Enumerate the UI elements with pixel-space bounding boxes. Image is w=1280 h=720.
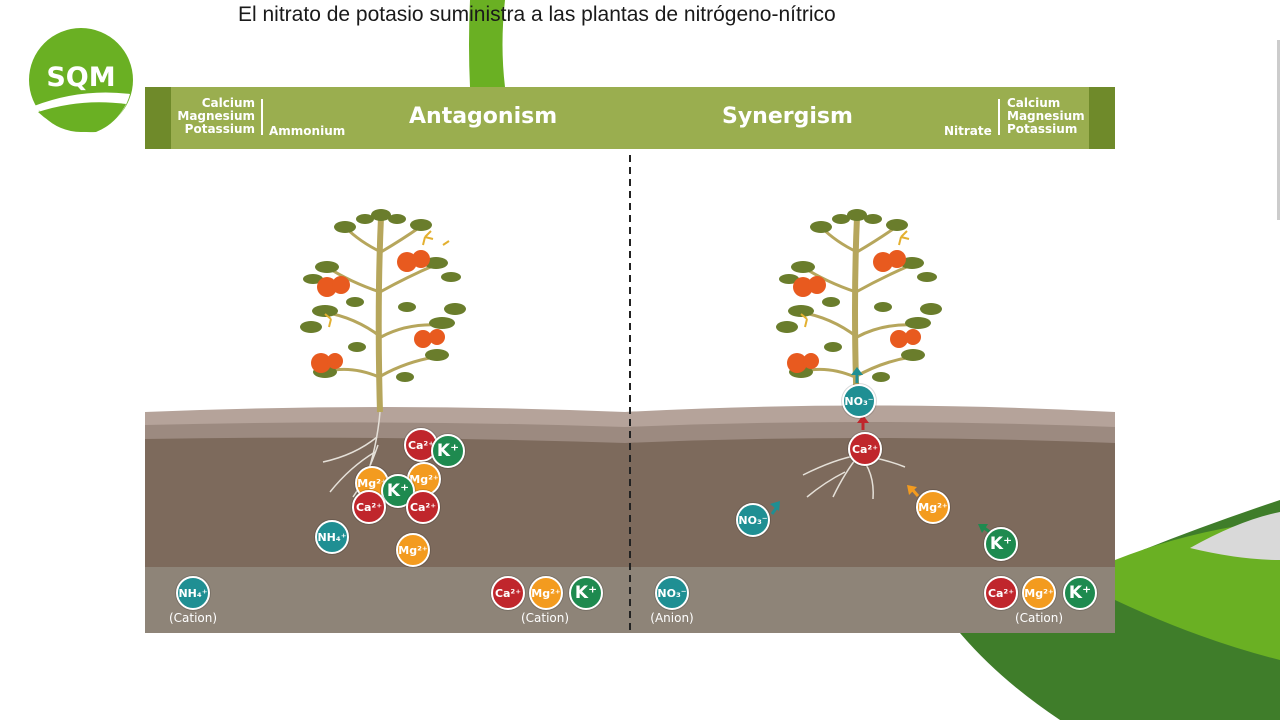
ion-ammonium: NH₄⁺ [315,520,349,554]
legend-ion-ammonium: NH₄⁺ [176,576,210,610]
legend-label-cation: (Cation) [168,611,218,625]
header-right-separator [998,99,1000,135]
antagonism-title: Antagonism [409,104,558,129]
antagonism-synergism-diagram: Calcium Magnesium Potassium Ammonium Ant… [145,87,1115,633]
ion-magnesium: Mg²⁺ [396,533,430,567]
legend-ion-magnesium: Mg²⁺ [529,576,563,610]
ion-nitrate: NO₃⁻ [842,384,876,418]
legend-ion-calcium: Ca²⁺ [984,576,1018,610]
header-right-nutrient-list: Calcium Magnesium Potassium [1007,97,1087,136]
header-left-item: Magnesium [177,109,255,123]
header-right-item: Magnesium [1007,109,1085,123]
legend-label-cation: (Cation) [520,611,570,625]
ion-calcium: Ca²⁺ [406,490,440,524]
legend-label-cation: (Cation) [1014,611,1064,625]
header-left-item: Calcium [201,96,255,110]
tomato-plant-left [300,209,466,498]
legend-ion-calcium: Ca²⁺ [491,576,525,610]
sqm-logo: SQM [29,28,133,133]
synergism-title: Synergism [722,104,853,129]
ion-potassium: K⁺ [984,527,1018,561]
header-left-word: Ammonium [269,124,346,138]
tomato-plant-right [776,209,942,500]
slide-title: El nitrato de potasio suministra a las p… [238,3,836,26]
header-cap-left [145,87,171,149]
legend-ion-potassium: K⁺ [1063,576,1097,610]
legend-ion-magnesium: Mg²⁺ [1022,576,1056,610]
legend-ion-potassium: K⁺ [569,576,603,610]
uptake-arrows [770,367,992,535]
ion-calcium: Ca²⁺ [352,490,386,524]
legend-label-anion: (Anion) [650,611,694,625]
header-bar: Calcium Magnesium Potassium Ammonium Ant… [145,87,1115,149]
header-right-word: Nitrate [944,124,992,138]
ion-magnesium: Mg²⁺ [916,490,950,524]
header-left-item: Potassium [184,122,255,136]
ion-calcium: Ca²⁺ [848,432,882,466]
header-right-item: Potassium [1007,122,1078,136]
header-cap-right [1089,87,1115,149]
legend-ion-nitrate: NO₃⁻ [655,576,689,610]
soil-and-plants-scene [145,155,1115,633]
ion-nitrate: NO₃⁻ [736,503,770,537]
header-left-separator [261,99,263,135]
header-right-item: Calcium [1007,96,1061,110]
ion-potassium: K⁺ [431,434,465,468]
header-left-nutrient-list: Calcium Magnesium Potassium [177,97,255,136]
svg-text:SQM: SQM [46,62,115,93]
